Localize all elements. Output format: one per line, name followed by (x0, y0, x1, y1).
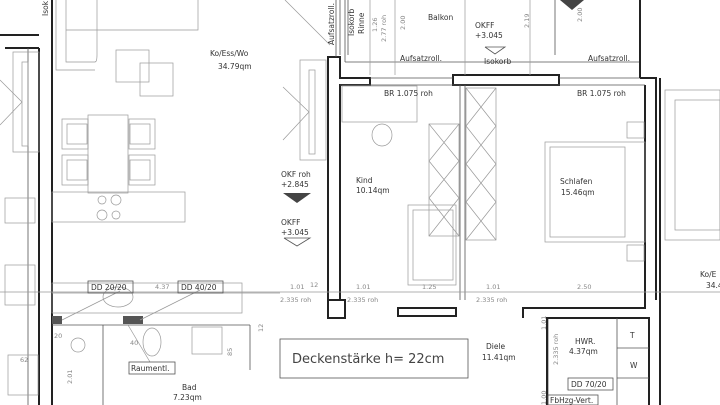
okf-roh-value: +2.845 (281, 180, 309, 189)
room-bad-name: Bad (182, 383, 197, 392)
left-walls (0, 0, 53, 405)
room-schlafen-name: Schlafen (560, 177, 593, 186)
dd-40-20: DD 40/20 (181, 283, 217, 292)
dd-20-20: DD 20/20 (91, 283, 127, 292)
room-hwr-area: 4.37qm (569, 347, 598, 356)
dim-2335d: 2.335 roh (552, 334, 560, 365)
w-label: W (630, 361, 638, 370)
br-kind: BR 1.075 roh (384, 89, 433, 98)
ceiling-thickness-box (279, 338, 469, 379)
room-diele-area: 11.41qm (482, 353, 516, 362)
dimension-lines (0, 0, 720, 294)
bath-fixtures (51, 282, 251, 405)
fbhzg-label: FbHzg-Vert. (550, 396, 593, 405)
okff-living-label: OKFF (281, 218, 300, 227)
isokorb-vertical: Isokorb (347, 9, 356, 36)
dim-62: 62 (20, 356, 28, 364)
dim-85: 85 (226, 348, 234, 356)
dim-2335b: 2.335 roh (347, 296, 378, 304)
isokorb-left: Isok (41, 0, 50, 16)
room-diele-name: Diele (486, 342, 506, 351)
dim-100: 1.00 (540, 391, 548, 405)
room-schlafen-area: 15.46qm (561, 188, 595, 197)
room-kitchen-area: 34.79qm (218, 62, 252, 71)
okf-roh-label: OKF roh (281, 170, 311, 179)
ceiling-thickness-text: Deckenstärke h= 22cm (292, 352, 444, 367)
dim-12b: 12 (257, 324, 265, 332)
dim-101b: 1.01 (356, 283, 370, 291)
dd-70-20: DD 70/20 (571, 380, 607, 389)
room-kitchen-name: Ko/Ess/Wo (210, 49, 249, 58)
dim-2335c: 2.335 roh (476, 296, 507, 304)
dim-20: 20 (54, 332, 62, 340)
room-balkon-name: Balkon (428, 13, 453, 22)
dim-437: 4.37 (155, 283, 169, 291)
dim-101d: 1.01 (540, 316, 548, 330)
living-furniture (51, 0, 331, 223)
okff-balkon-value: +3.045 (475, 31, 503, 40)
level-marker-balkon (484, 46, 507, 55)
dim-201: 2.01 (66, 370, 74, 384)
dim-200b: 2.00 (576, 8, 584, 22)
dim-277: 2.77 roh (380, 15, 388, 42)
dim-219: 2.19 (523, 14, 531, 28)
room-kind-area: 10.14qm (356, 186, 390, 195)
room-right-area: 34.4 (706, 281, 720, 290)
okff-living-value: +3.045 (281, 228, 309, 237)
bedroom-furniture (341, 85, 646, 286)
okff-balkon-label: OKFF (475, 21, 494, 30)
isokorb-horizontal: Isokorb (484, 57, 511, 66)
dim-200a: 2.00 (399, 16, 407, 30)
dim-12a: 12 (310, 281, 318, 289)
dim-40: 40 (130, 339, 138, 347)
level-marker-filled (283, 193, 311, 203)
aufsatzroll-vertical: Aufsatzroll. (327, 3, 336, 45)
main-walls (327, 0, 720, 405)
raumentl-label: Raumentl. (131, 364, 169, 373)
level-marker-open (283, 237, 312, 247)
room-bad-area: 7.23qm (173, 393, 202, 402)
aufsatzroll-right: Aufsatzroll. (588, 54, 630, 63)
br-schlafen: BR 1.075 roh (577, 89, 626, 98)
aufsatzroll-balkon: Aufsatzroll. (400, 54, 442, 63)
room-hwr-name: HWR. (575, 337, 595, 346)
rinne-label: Rinne (357, 12, 366, 34)
dim-126: 1.26 (371, 18, 379, 32)
room-kind-name: Kind (356, 176, 373, 185)
dim-2335a: 2.335 roh (280, 296, 311, 304)
dim-250: 2.50 (577, 283, 591, 291)
t-label: T (629, 331, 635, 340)
dim-101a: 1.01 (290, 283, 304, 291)
dim-101c: 1.01 (486, 283, 500, 291)
room-right-name: Ko/E (700, 270, 717, 279)
dim-125: 1.25 (422, 283, 436, 291)
